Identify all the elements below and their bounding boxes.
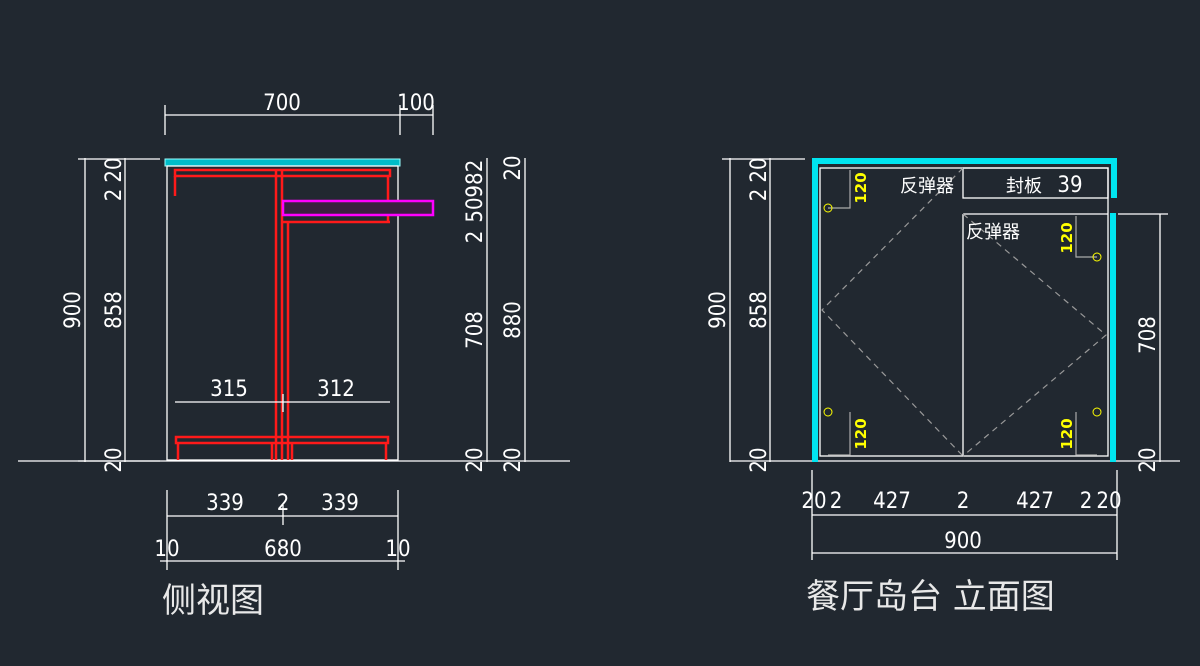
dim-339: 339 [206,491,244,516]
dim-427: 427 [873,489,911,514]
hinge-dim: 120 [852,418,870,449]
countertop [164,158,401,167]
hinges: 120 120 120 120 [823,170,1102,456]
countertop-frame [812,158,1117,462]
dim-2: 2 [1080,489,1093,514]
steel-frame [173,168,392,460]
dim-708: 708 [1136,316,1161,354]
left-door-swing [821,167,964,457]
dim-312: 312 [317,377,355,402]
dim-20: 20 [747,157,772,182]
dim-339: 339 [321,491,359,516]
dim-10: 10 [385,537,410,562]
dim-2: 2 [463,231,488,244]
dim-20: 20 [102,157,127,182]
elevation-view: 120 120 120 120 反弹器 反弹器 封板 39 900 20 2 8… [706,157,1180,617]
cabinet-outline [819,167,1109,457]
dim-20: 20 [747,447,772,472]
elevation-title: 餐厅岛台 立面图 [806,577,1055,617]
dim-680: 680 [264,537,302,562]
dim-700: 700 [263,91,301,116]
dim-2: 2 [957,489,970,514]
sealing-board-label: 封板 [1006,176,1042,197]
dim-900: 900 [61,291,86,329]
dim-427: 427 [1016,489,1054,514]
dim-20: 20 [1136,447,1161,472]
sealing-board [962,167,1109,199]
sealing-dim: 39 [1057,173,1082,198]
hinge-dim: 120 [852,172,870,203]
dim-900: 900 [944,529,982,554]
dim-2: 2 [277,491,290,516]
dim-98: 98 [463,172,488,197]
dim-2: 2 [102,189,127,202]
dim-20: 20 [801,489,826,514]
dim-20: 20 [463,447,488,472]
right-door-swing [962,213,1107,457]
rebounder-label: 反弹器 [900,176,954,197]
side-view-title: 侧视图 [162,581,264,621]
shelf-panel [281,199,435,217]
dim-20: 20 [501,447,526,472]
dim-2: 2 [830,489,843,514]
dim-858: 858 [747,291,772,329]
dim-880: 880 [501,301,526,339]
dim-315: 315 [210,377,248,402]
dim-20: 20 [1096,489,1121,514]
hinge-dim: 120 [1058,222,1076,253]
dim-2: 2 [747,189,772,202]
side-view: 700 100 900 20 2 858 20 2 98 50 2 708 20… [18,91,570,621]
dim-10: 10 [154,537,179,562]
dim-2: 2 [463,160,488,173]
dim-20: 20 [102,447,127,472]
dim-20: 20 [501,155,526,180]
dim-900: 900 [706,291,731,329]
hinge-dim: 120 [1058,418,1076,449]
dim-708: 708 [463,311,488,349]
rebounder-label: 反弹器 [966,222,1020,243]
dim-100: 100 [397,91,435,116]
dim-858: 858 [102,291,127,329]
dim-50: 50 [463,197,488,222]
